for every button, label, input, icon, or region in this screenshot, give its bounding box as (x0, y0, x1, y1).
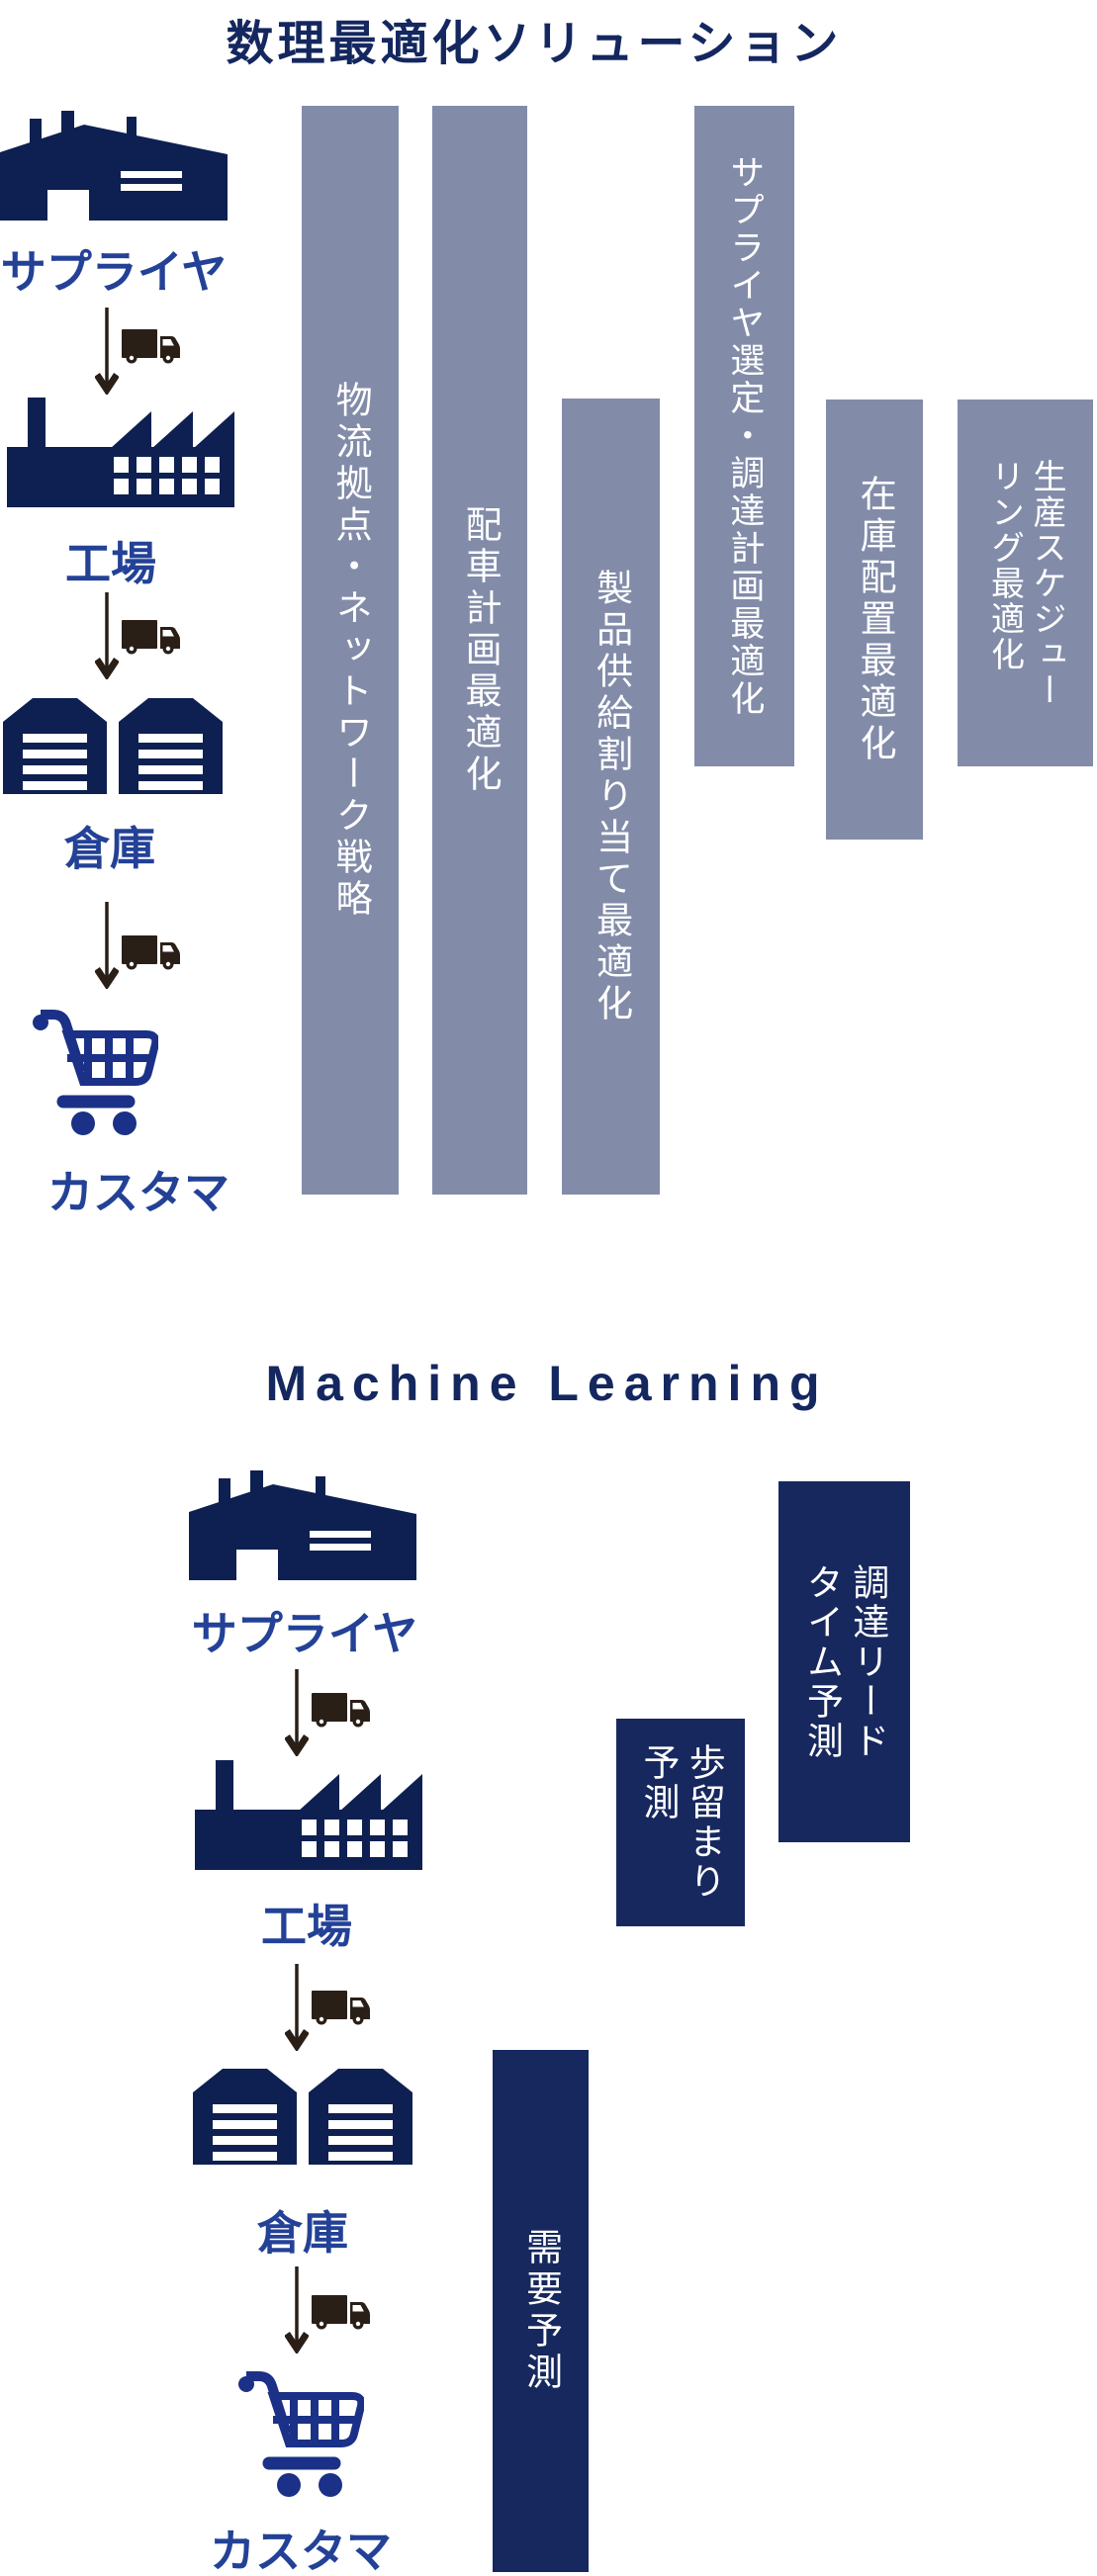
bar-text: 予測 (638, 1743, 679, 1822)
customer-label: カスタマ (210, 2526, 392, 2576)
bar-product-supply-allocation-optimization: 製品供給割り当て最適化 (562, 399, 660, 1195)
bar-text: サプライヤ選定・調達計画最適化 (725, 154, 765, 718)
factory-label: 工場 (261, 1901, 352, 1952)
bar-text: 調達リード (847, 1562, 888, 1761)
arrow-down-icon (285, 2266, 309, 2354)
bar-text: 歩留まり (684, 1743, 725, 1902)
bar-text: 在庫配置最適化 (855, 474, 896, 765)
flow-arrow-factory-warehouse (95, 592, 184, 679)
supplier-label: サプライヤ (191, 1608, 418, 1659)
optimization-section-title: 数理最適化ソリューション (226, 18, 843, 70)
bar-logistics-network-strategy: 物流拠点・ネットワーク戦略 (302, 106, 399, 1195)
truck-icon (312, 2295, 370, 2330)
bar-inventory-placement-optimization: 在庫配置最適化 (826, 400, 923, 840)
supplier-icon (189, 1470, 416, 1580)
bar-procurement-lead-time-prediction: 調達リード タイム予測 (778, 1481, 910, 1842)
bar-text: リング最適化 (985, 458, 1024, 672)
bar-text: 生産スケジュー (1028, 458, 1065, 708)
warehouse-icon (3, 694, 223, 794)
bar-text: 需要予測 (520, 2228, 562, 2394)
truck-icon (122, 329, 180, 364)
warehouse-label: 倉庫 (64, 823, 155, 874)
factory-icon (195, 1760, 422, 1870)
bar-text: 製品供給割り当て最適化 (591, 568, 632, 1025)
bar-text: 配車計画最適化 (460, 504, 502, 796)
flow-arrow-factory-warehouse (285, 1964, 374, 2051)
flow-arrow-warehouse-customer (285, 2266, 374, 2352)
truck-icon (312, 1693, 370, 1728)
bar-production-scheduling-optimization: 生産スケジュー リング最適化 (958, 400, 1093, 766)
bar-text: 物流拠点・ネットワーク戦略 (330, 380, 372, 921)
supplier-label: サプライヤ (0, 246, 228, 298)
factory-label: 工場 (65, 538, 156, 589)
flow-arrow-warehouse-customer (95, 902, 184, 989)
arrow-down-icon (95, 902, 119, 989)
customer-label: カスタマ (47, 1167, 229, 1218)
flow-arrow-supplier-factory (285, 1669, 374, 1757)
truck-icon (122, 620, 180, 655)
arrow-down-icon (95, 592, 119, 679)
bar-vehicle-routing-optimization: 配車計画最適化 (432, 106, 527, 1195)
customer-cart-icon (237, 2368, 364, 2499)
supplier-icon (0, 111, 228, 221)
arrow-down-icon (285, 1669, 309, 1756)
customer-cart-icon (32, 1007, 158, 1137)
truck-icon (122, 935, 180, 970)
bar-demand-forecast: 需要予測 (493, 2050, 589, 2572)
bar-yield-prediction: 歩留まり 予測 (616, 1719, 745, 1926)
bar-supplier-selection-procurement-optimization: サプライヤ選定・調達計画最適化 (694, 106, 794, 766)
bar-text: タイム予測 (801, 1562, 843, 1761)
truck-icon (312, 1991, 370, 2025)
arrow-down-icon (95, 308, 119, 395)
factory-icon (7, 398, 234, 507)
arrow-down-icon (285, 1964, 309, 2051)
ml-section-title: Machine Learning (265, 1356, 829, 1411)
warehouse-label: 倉庫 (257, 2207, 348, 2259)
warehouse-icon (193, 2065, 412, 2165)
flow-arrow-supplier-factory (95, 308, 184, 396)
